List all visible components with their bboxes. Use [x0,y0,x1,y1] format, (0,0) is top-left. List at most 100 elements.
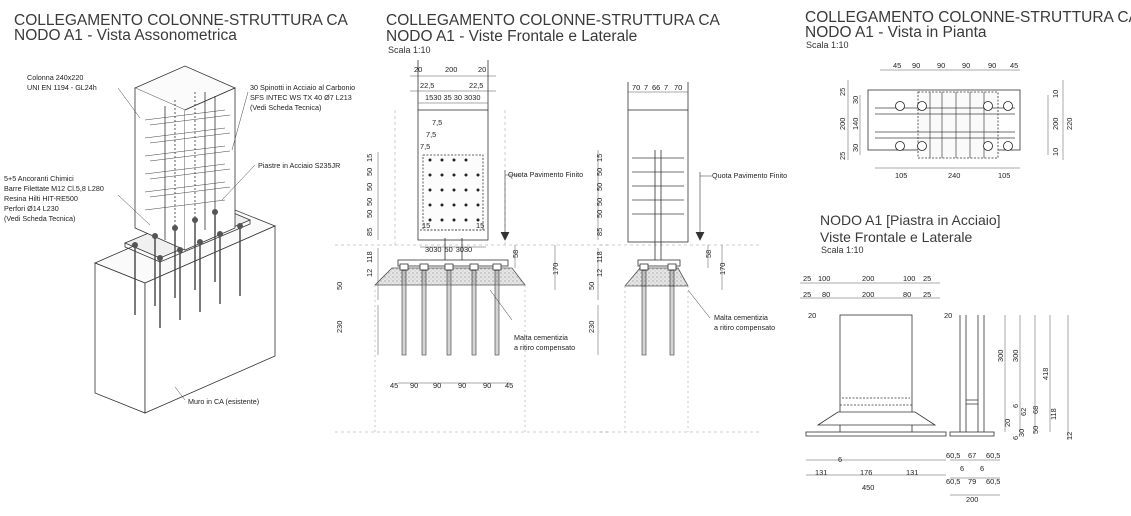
front-vdim-50d: 50 [365,210,374,218]
side-rdim-58: 58 [704,250,713,258]
plan-right-200: 200 [1051,118,1060,130]
plate-right-50: 50 [1031,426,1040,434]
front-vdim-50b: 50 [365,183,374,191]
plate-scale: Scala 1:10 [821,245,864,255]
plate-right-12: 12 [1065,432,1074,440]
plan-top-45a: 45 [893,61,901,70]
plate-right-30: 30 [1017,429,1026,437]
plan-dimensions: 45 90 90 90 90 45 25 30 200 140 30 25 10… [838,61,1074,180]
front-bolt-90d: 90 [483,381,491,390]
plate-right-300b: 300 [1011,350,1020,362]
iso-label-anchors-3: Resina Hilti HIT-RE500 [4,194,78,203]
iso-label-wall: Muro in CA (esistente) [188,397,259,406]
iso-view [93,65,277,414]
front-dim-left-7-5a: 7,5 [432,118,442,127]
side-dowels [632,157,684,215]
front-vdim-50c: 50 [365,198,374,206]
front-rdim-170: 170 [551,263,560,275]
plate-sbot-6a: 6 [960,464,964,473]
iso-label-anchors-4: Perfori Ø14 L230 [4,204,59,213]
plate-sbot-60-5b: 60,5 [986,451,1000,460]
plan-top-90b: 90 [937,61,945,70]
front-title-line1: COLLEGAMENTO COLONNE-STRUTTURA CA [386,12,720,29]
iso-label-dowels-3: (Vedi Scheda Tecnica) [250,103,321,112]
plan-right-220: 220 [1065,118,1074,130]
plate-right-20: 20 [1003,419,1012,427]
iso-label-anchors-5: (Vedi Scheda Tecnica) [4,214,75,223]
plate-top2-25b: 25 [923,290,931,299]
plate-right-418: 418 [1041,368,1050,380]
plate-top2-80a: 80 [822,290,830,299]
side-vdim-230: 230 [587,321,596,333]
iso-label-anchors-2: Barre Filettate M12 Cl.5,8 L280 [4,184,104,193]
front-dim-top-row3: 1530 35 30 3030 [425,93,480,102]
front-bolt-45a: 45 [390,381,398,390]
side-mortar-1: Malta cementizia [714,313,768,322]
front-bolt-90a: 90 [410,381,418,390]
plan-left-140: 140 [851,118,860,130]
front-vdim-230: 230 [335,321,344,333]
side-vdim-15: 15 [595,154,604,162]
plate-top1-100a: 100 [818,274,830,283]
side-dim-7b: 7 [664,83,668,92]
plate-side-20a: 20 [808,311,816,320]
side-rdim-170: 170 [718,263,727,275]
plan-left-25b: 25 [838,152,847,160]
front-dowel-holes [428,158,480,222]
front-dim-mid-15a: 15 [422,221,430,230]
front-dim-top-200: 200 [445,65,457,74]
front-bolt-45b: 45 [505,381,513,390]
side-vdim-118: 118 [595,251,604,263]
side-vdim-50c: 50 [595,198,604,206]
plate-right-6b: 6 [1011,436,1020,440]
plate-bot-131b: 131 [906,468,918,477]
plan-top-90c: 90 [962,61,970,70]
plan-bottom-240: 240 [948,171,960,180]
plate-side-20b: 20 [944,311,952,320]
front-dim-left-7-5c: 7,5 [420,142,430,151]
plate-top2-200: 200 [862,290,874,299]
plate-top1-25a: 25 [803,274,811,283]
plate-sbot-67: 67 [968,451,976,460]
side-vdim-12: 12 [595,269,604,277]
front-mortar-2: a ritiro compensato [514,343,575,352]
side-dim-7a: 7 [644,83,648,92]
front-anchor-rods [401,269,500,356]
front-vdim-15: 15 [365,154,374,162]
iso-label-anchors-1: 5+5 Ancoranti Chimici [4,174,74,183]
plate-sbot-60-5a: 60,5 [946,451,960,460]
plan-view [847,69,1064,169]
plan-title-line1: COLLEGAMENTO COLONNE-STRUTTURA CA [805,9,1131,26]
iso-label-column-1: Colonna 240x220 [27,73,83,82]
front-dim-top-20a: 20 [414,65,422,74]
plan-left-25a: 25 [838,88,847,96]
plan-title-line2: NODO A1 - Vista in Pianta [805,24,987,41]
plate-title-line2: Viste Frontale e Laterale [820,229,973,245]
front-vdim-118: 118 [365,251,374,263]
front-vdim-12: 12 [365,269,374,277]
plan-bottom-105a: 105 [895,171,907,180]
front-vdim-50e: 50 [335,282,344,290]
plan-left-200: 200 [838,118,847,130]
front-dim-mid-15b: 15 [476,221,484,230]
front-vdim-50a: 50 [365,168,374,176]
plate-bot-176: 176 [860,468,872,477]
plate-right-118: 118 [1049,408,1058,420]
front-mortar-1: Malta cementizia [514,333,568,342]
front-dim-left-7-5b: 7,5 [426,130,436,139]
plate-front-view [800,282,947,476]
plate-top1-200: 200 [862,274,874,283]
plate-bot-131a: 131 [815,468,827,477]
front-bolt-90b: 90 [433,381,441,390]
plate-top2-25a: 25 [803,290,811,299]
iso-label-column-2: UNI EN 1194 - GL24h [27,83,97,92]
plate-top1-25b: 25 [923,274,931,283]
plan-bottom-105b: 105 [998,171,1010,180]
front-dim-22-5a: 22,5 [420,81,434,90]
plan-right-10b: 10 [1051,148,1060,156]
iso-title-line1: COLLEGAMENTO COLONNE-STRUTTURA CA [14,12,348,29]
side-vdim-85: 85 [595,228,604,236]
front-rdim-58: 58 [511,250,520,258]
plate-right-6a: 6 [1011,404,1020,408]
